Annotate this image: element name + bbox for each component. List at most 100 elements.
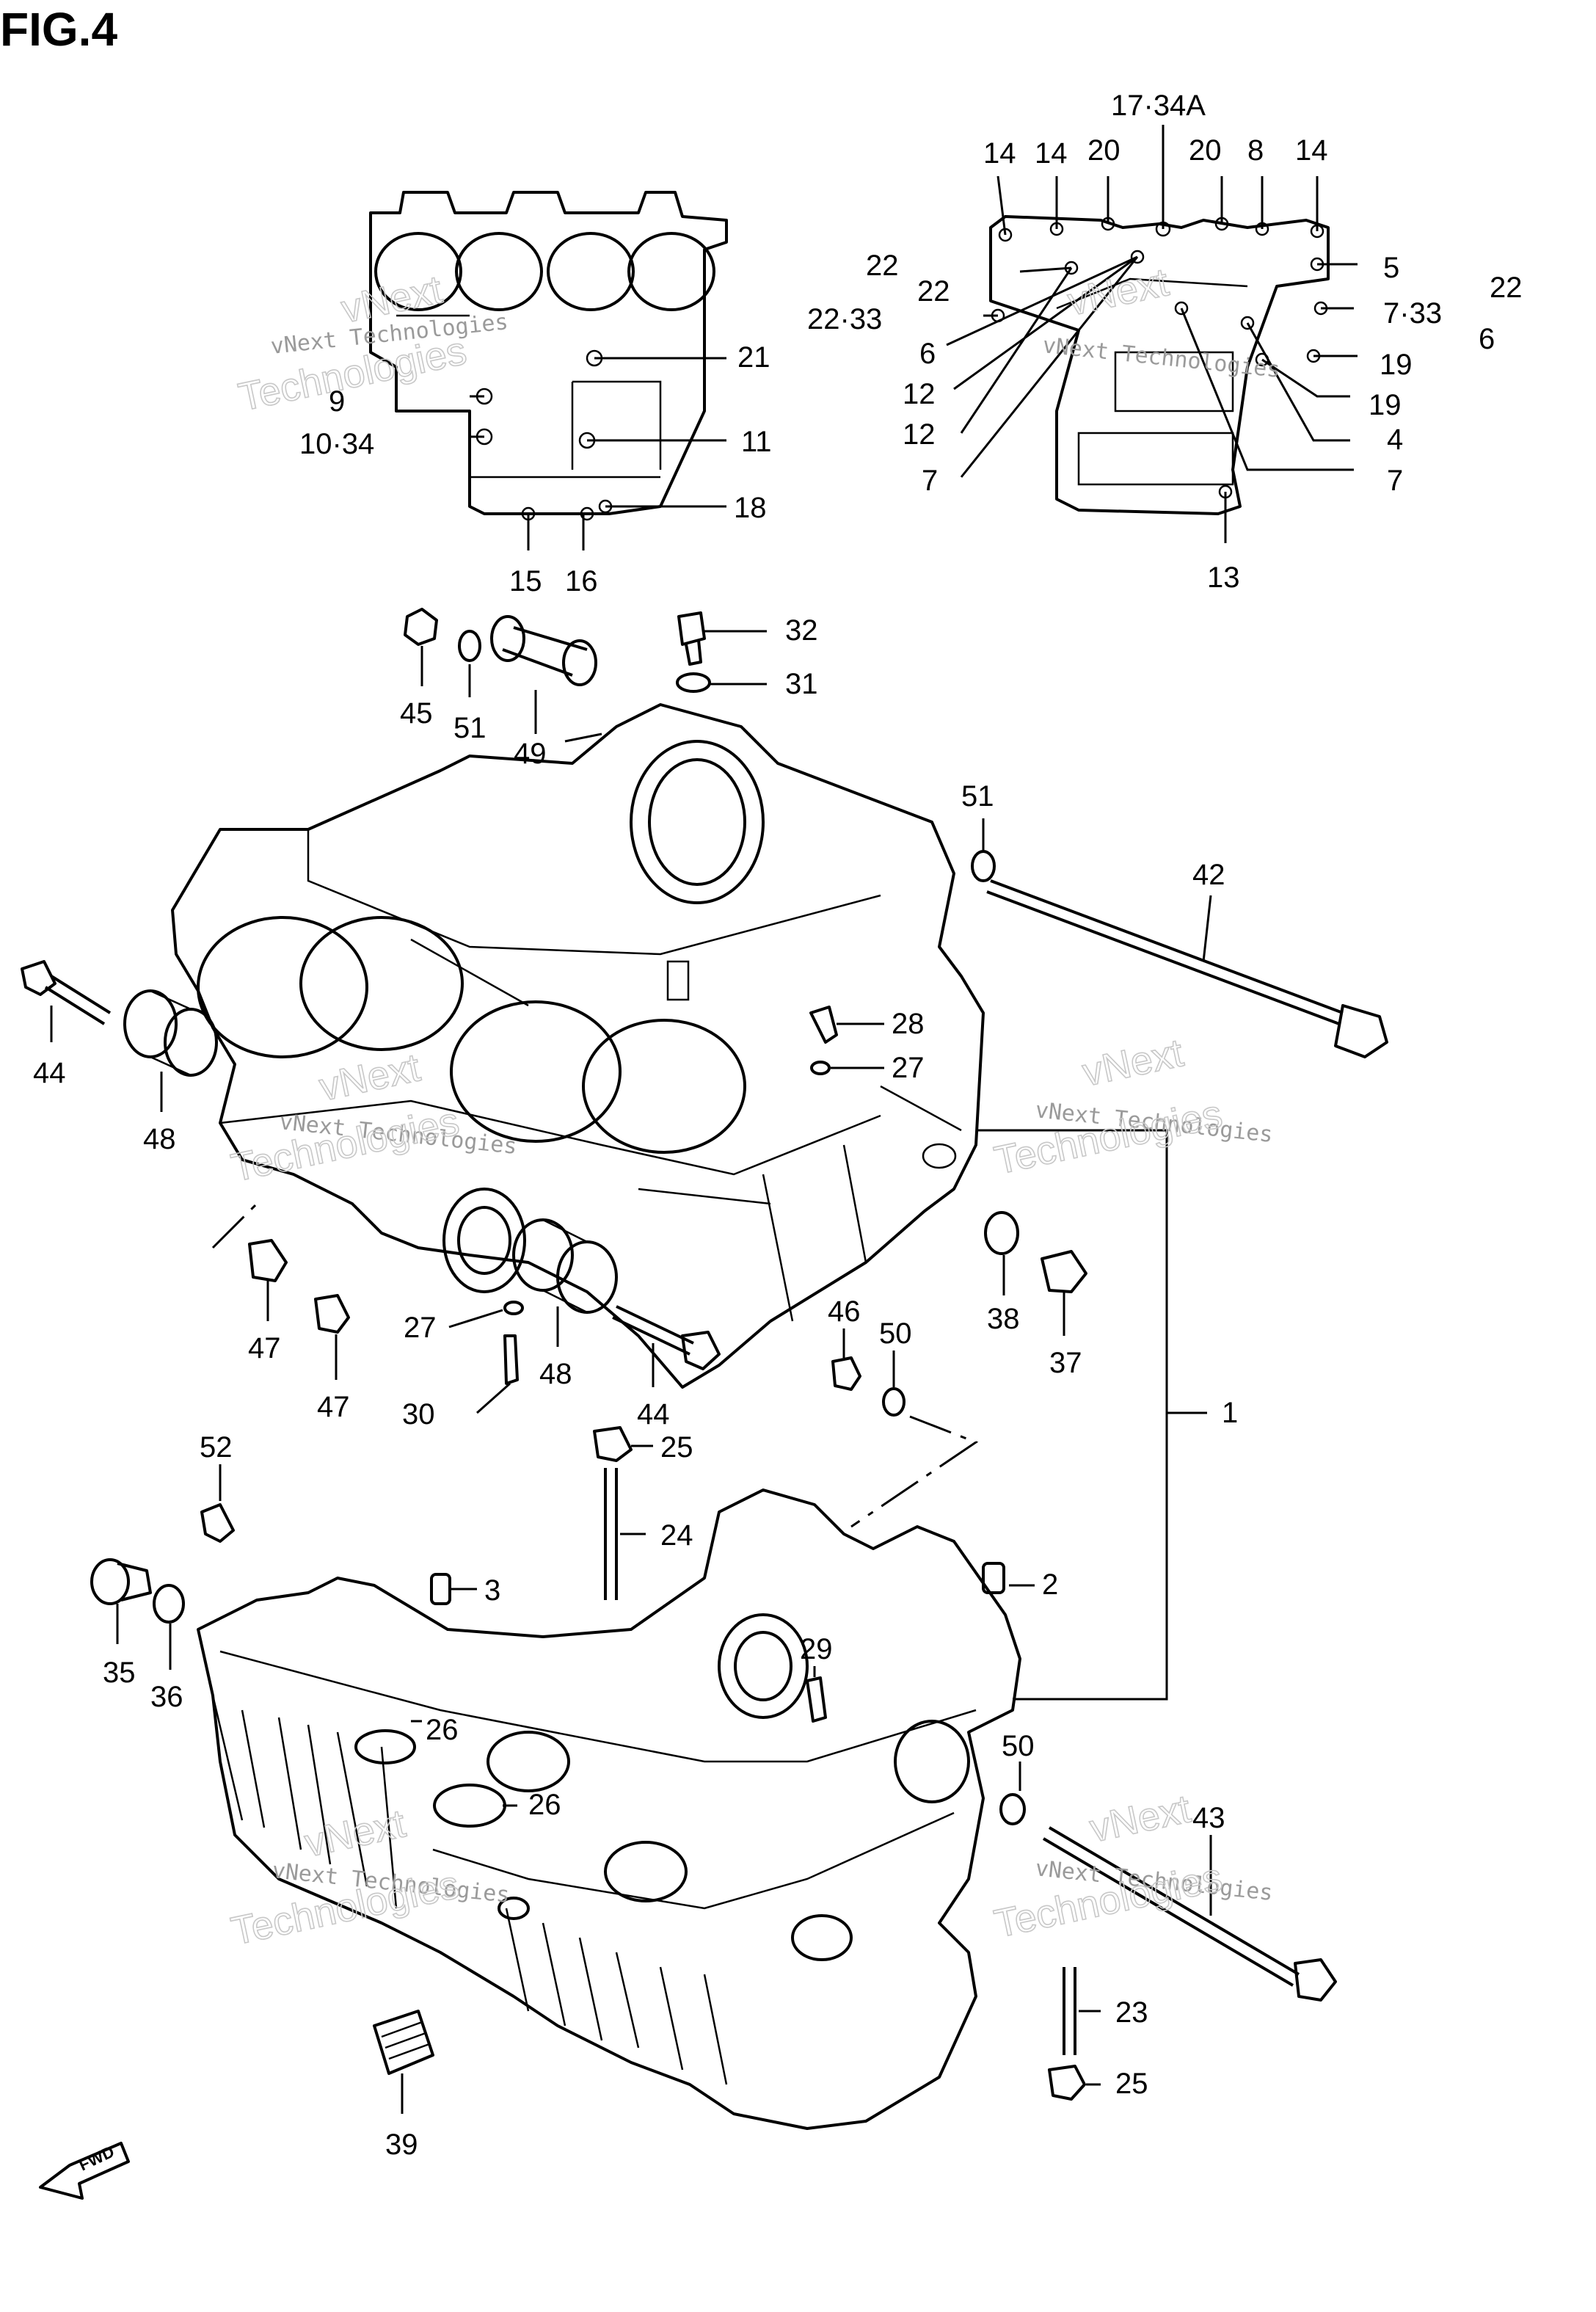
callout-14a: 14 xyxy=(983,137,1016,170)
inset-upper-crankcase xyxy=(369,191,728,550)
callout-19a: 19 xyxy=(1380,349,1413,381)
watermark-top-left: vNext Technologies vNext Technologies xyxy=(234,267,509,421)
part-washer-51b xyxy=(971,818,996,882)
callout-37: 37 xyxy=(1049,1347,1082,1379)
part-nut-47b xyxy=(314,1294,350,1380)
callout-3: 3 xyxy=(484,1574,500,1607)
part-stud-23 xyxy=(1063,1967,1101,2055)
callout-17-34a: 17·34A xyxy=(1111,90,1206,122)
callout-6a: 6 xyxy=(919,338,936,370)
part-pin-2 xyxy=(982,1562,1035,1594)
lower-crankcase xyxy=(197,1488,1021,2130)
callout-50b: 50 xyxy=(1002,1730,1035,1762)
callout-52: 52 xyxy=(200,1431,233,1464)
svg-text:vNext: vNext xyxy=(1064,260,1173,324)
callout-47b: 47 xyxy=(317,1391,350,1423)
callout-24: 24 xyxy=(660,1519,693,1552)
watermark-bottom-right: vNext Technologies vNext Technologies xyxy=(990,1786,1274,1947)
callout-22-33: 22·33 xyxy=(807,303,882,335)
part-bolt-42 xyxy=(986,879,1388,1058)
callout-7-33: 7·33 xyxy=(1383,297,1442,330)
callout-26b: 26 xyxy=(528,1789,561,1821)
callout-48a: 48 xyxy=(143,1123,176,1155)
callout-46: 46 xyxy=(828,1295,861,1328)
part-nut-47a xyxy=(248,1239,288,1321)
part-plug-35 xyxy=(90,1558,152,1644)
callout-36: 36 xyxy=(150,1681,183,1713)
callout-1: 1 xyxy=(1222,1397,1238,1429)
part-washer-36 xyxy=(153,1584,185,1670)
callout-19b: 19 xyxy=(1369,389,1402,421)
callout-38: 38 xyxy=(987,1303,1020,1335)
part-switch-52 xyxy=(200,1464,235,1543)
callout-6b: 6 xyxy=(1479,323,1495,355)
callout-25b: 25 xyxy=(1115,2068,1148,2100)
part-stud-24 xyxy=(604,1468,646,1600)
callout-32: 32 xyxy=(785,614,818,647)
callout-12b: 12 xyxy=(903,418,936,451)
callout-51b: 51 xyxy=(961,780,994,813)
callout-43: 43 xyxy=(1192,1802,1225,1834)
part-cap-nut-45 xyxy=(404,608,438,686)
svg-text:vNext: vNext xyxy=(316,1045,424,1109)
callout-7b: 7 xyxy=(1387,465,1403,497)
callout-15: 15 xyxy=(509,565,542,597)
callout-27b: 27 xyxy=(404,1312,437,1344)
inset-lower-crankcase xyxy=(946,125,1358,543)
callout-23: 23 xyxy=(1115,1996,1148,2029)
callout-5: 5 xyxy=(1383,252,1399,284)
callout-10-34: 10·34 xyxy=(299,428,374,460)
callout-47a: 47 xyxy=(248,1332,281,1364)
callout-2: 2 xyxy=(1042,1568,1058,1601)
callout-42: 42 xyxy=(1192,859,1225,891)
part-jet-29 xyxy=(806,1666,827,1723)
callout-4: 4 xyxy=(1387,423,1403,456)
part-bolt-44b xyxy=(612,1305,721,1387)
part-bearing-48b xyxy=(512,1218,618,1347)
callout-39: 39 xyxy=(385,2129,418,2161)
svg-text:vNext: vNext xyxy=(1079,1030,1187,1094)
callout-13: 13 xyxy=(1207,561,1240,594)
part-washer-50b xyxy=(999,1762,1026,1825)
part-oring-27b xyxy=(448,1301,524,1328)
part-sleeve-49 xyxy=(490,615,602,743)
watermark-bottom-left: vNext Technologies vNext Technologies xyxy=(227,1801,511,1955)
svg-text:Technologies: Technologies xyxy=(227,1099,463,1190)
callout-25a: 25 xyxy=(660,1431,693,1464)
part-oring-27a xyxy=(810,1061,884,1075)
callout-26a: 26 xyxy=(426,1714,459,1746)
upper-crankcase xyxy=(171,703,985,1389)
callout-22b: 22 xyxy=(917,275,950,308)
callout-8: 8 xyxy=(1247,134,1264,167)
part-nut-25b xyxy=(1048,2065,1101,2101)
part-jet-28 xyxy=(809,1006,884,1044)
callout-22c: 22 xyxy=(1490,272,1523,304)
svg-text:vNext: vNext xyxy=(1086,1786,1195,1850)
watermark-top-right: vNext Technologies vNext xyxy=(1041,260,1281,383)
callout-12a: 12 xyxy=(903,378,936,410)
svg-text:vNext: vNext xyxy=(301,1801,409,1865)
callout-20a: 20 xyxy=(1087,134,1121,167)
svg-text:vNext Technologies: vNext Technologies xyxy=(1041,332,1281,383)
callout-44a: 44 xyxy=(33,1057,66,1089)
figure-title: FIG.4 xyxy=(0,3,117,56)
callout-30: 30 xyxy=(402,1398,435,1431)
part-washer-50a xyxy=(882,1351,906,1417)
callout-9: 9 xyxy=(329,385,345,418)
callout-45: 45 xyxy=(400,697,433,730)
callout-11: 11 xyxy=(741,426,772,458)
callout-21: 21 xyxy=(737,341,770,374)
part-nut-25a xyxy=(593,1426,653,1462)
part-plug-37 xyxy=(1041,1250,1087,1336)
part-filter-39 xyxy=(373,2010,434,2114)
callout-16: 16 xyxy=(565,565,598,597)
watermark-middle-right: vNext Technologies vNext Technologies xyxy=(990,1030,1274,1184)
callout-14c: 14 xyxy=(1295,134,1328,167)
part-bearing-48a xyxy=(123,989,218,1112)
callout-20b: 20 xyxy=(1189,134,1222,167)
part-nut-46 xyxy=(831,1328,861,1391)
callout-51a: 51 xyxy=(453,712,487,744)
callout-49: 49 xyxy=(514,738,547,770)
callout-28: 28 xyxy=(892,1008,925,1040)
